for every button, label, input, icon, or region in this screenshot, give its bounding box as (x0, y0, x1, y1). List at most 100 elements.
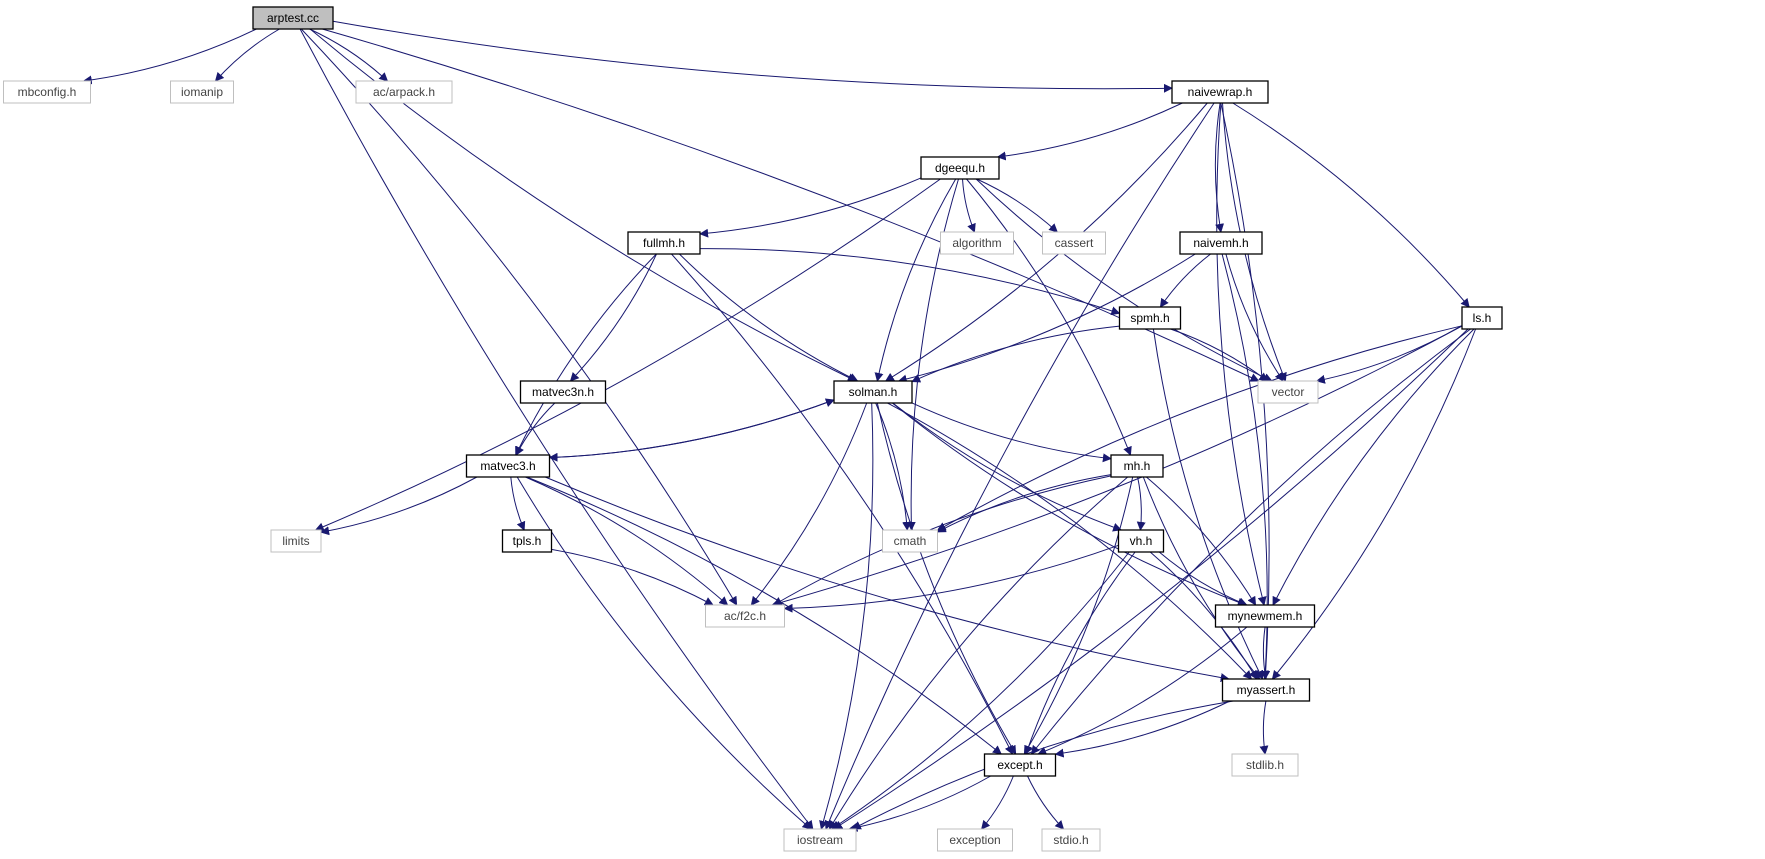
node-label-spmh: spmh.h (1130, 311, 1169, 325)
node-naivewrap[interactable]: naivewrap.h (1171, 80, 1269, 104)
edge-dgeequ-to-cassert (976, 178, 1058, 233)
edge-naivemh-to-spmh (1159, 253, 1211, 308)
edge-ls-to-iostream (833, 328, 1469, 830)
edge-mh-to-f2c (772, 475, 1112, 606)
node-except[interactable]: except.h (983, 753, 1057, 777)
node-box-matvec3n (519, 380, 607, 404)
edge-solman-to-vh (892, 402, 1123, 532)
node-label-except: except.h (997, 758, 1042, 772)
edge-matvec3n-to-matvec3 (515, 402, 556, 456)
node-dgeequ[interactable]: dgeequ.h (920, 156, 1000, 180)
node-label-vh: vh.h (1130, 534, 1153, 548)
edge-matvec3-to-myassert (545, 476, 1230, 683)
node-box-spmh (1118, 306, 1182, 330)
node-box-limits (270, 529, 322, 553)
edge-mh-to-iostream (828, 476, 1129, 830)
node-matvec3n[interactable]: matvec3n.h (519, 380, 607, 404)
edge-arptest-to-naivewrap (332, 20, 1173, 93)
node-naivemh[interactable]: naivemh.h (1179, 231, 1263, 255)
node-box-cassert (1042, 231, 1106, 255)
node-label-cassert: cassert (1055, 236, 1094, 250)
node-mh[interactable]: mh.h (1110, 454, 1164, 478)
node-box-algorithm (940, 231, 1014, 255)
node-label-iomanip: iomanip (181, 85, 223, 99)
node-box-vh (1117, 529, 1165, 553)
node-myassert[interactable]: myassert.h (1221, 678, 1311, 702)
node-box-except (983, 753, 1057, 777)
edge-vh-to-mynewmem (1158, 551, 1248, 607)
edge-fullmh-to-solman (679, 253, 859, 382)
edge-solman-to-cmath (875, 402, 912, 531)
edge-mh-to-myassert (1142, 476, 1261, 680)
node-box-exception (937, 828, 1013, 852)
node-box-cmath (882, 529, 938, 553)
edge-fullmh-to-matvec3 (515, 253, 657, 456)
node-vh[interactable]: vh.h (1117, 529, 1165, 553)
edge-fullmh-to-spmh (699, 248, 1121, 316)
edge-mh-to-mynewmem (1146, 476, 1257, 606)
edge-naivewrap-to-dgeequ (996, 102, 1183, 161)
edges-layer (82, 20, 1477, 832)
node-label-fullmh: fullmh.h (643, 236, 685, 250)
node-box-dgeequ (920, 156, 1000, 180)
edge-vh-to-f2c (783, 544, 1119, 613)
node-label-ls: ls.h (1473, 311, 1492, 325)
edge-mynewmem-to-myassert (1260, 626, 1269, 680)
edge-naivewrap-to-solman (884, 102, 1208, 382)
edge-except-to-exception (981, 775, 1014, 830)
node-box-naivemh (1179, 231, 1263, 255)
edge-solman-to-iostream (819, 402, 874, 830)
node-limits: limits (270, 529, 322, 553)
node-box-stdlib (1231, 753, 1299, 777)
node-solman[interactable]: solman.h (833, 380, 913, 404)
node-arpack: ac/arpack.h (355, 80, 453, 104)
node-iomanip: iomanip (170, 80, 234, 104)
node-label-tpls: tpls.h (513, 534, 542, 548)
node-cmath: cmath (882, 529, 938, 553)
edge-arptest-to-mbconfig (82, 28, 257, 85)
node-label-vector: vector (1272, 385, 1305, 399)
edge-tpls-to-f2c (551, 548, 714, 606)
node-box-stdio (1041, 828, 1101, 852)
node-arptest[interactable]: arptest.cc (252, 6, 334, 30)
edge-dgeequ-to-fullmh (699, 177, 922, 238)
node-tpls[interactable]: tpls.h (501, 529, 553, 553)
edge-naivemh-to-vector (1225, 253, 1284, 382)
node-mynewmem[interactable]: mynewmem.h (1214, 604, 1316, 628)
edge-ls-to-cmath (936, 325, 1463, 531)
node-label-mbconfig: mbconfig.h (18, 85, 77, 99)
node-label-mh: mh.h (1124, 459, 1151, 473)
node-label-naivewrap: naivewrap.h (1188, 85, 1253, 99)
edge-dgeequ-to-cmath (906, 178, 959, 531)
node-label-arptest: arptest.cc (267, 11, 319, 25)
node-box-iomanip (170, 80, 234, 104)
edge-ls-to-vector (1315, 325, 1463, 384)
node-label-stdlib: stdlib.h (1246, 758, 1284, 772)
node-label-matvec3n: matvec3n.h (532, 385, 594, 399)
node-label-solman: solman.h (849, 385, 898, 399)
edge-dgeequ-to-mh (966, 178, 1132, 456)
edge-dgeequ-to-limits (314, 178, 941, 531)
edge-dgeequ-to-vector (975, 178, 1273, 382)
node-label-dgeequ: dgeequ.h (935, 161, 985, 175)
edge-solman-to-except (876, 402, 1017, 755)
node-fullmh[interactable]: fullmh.h (627, 231, 701, 255)
edge-naivewrap-to-ls (1232, 102, 1470, 308)
node-ls[interactable]: ls.h (1461, 306, 1503, 330)
node-box-fullmh (627, 231, 701, 255)
node-label-cmath: cmath (894, 534, 927, 548)
edge-matvec3-to-iostream (516, 476, 812, 830)
node-iostream: iostream (783, 828, 857, 852)
edge-mh-to-except (1023, 476, 1134, 755)
edge-ls-to-f2c (771, 325, 1463, 608)
node-matvec3[interactable]: matvec3.h (465, 454, 551, 478)
node-spmh[interactable]: spmh.h (1118, 306, 1182, 330)
node-box-mh (1110, 454, 1164, 478)
node-label-stdio: stdio.h (1053, 833, 1088, 847)
node-stdlib: stdlib.h (1231, 753, 1299, 777)
node-cassert: cassert (1042, 231, 1106, 255)
node-label-matvec3: matvec3.h (480, 459, 535, 473)
node-label-f2c: ac/f2c.h (724, 609, 766, 623)
edge-ls-to-except (1030, 328, 1471, 755)
